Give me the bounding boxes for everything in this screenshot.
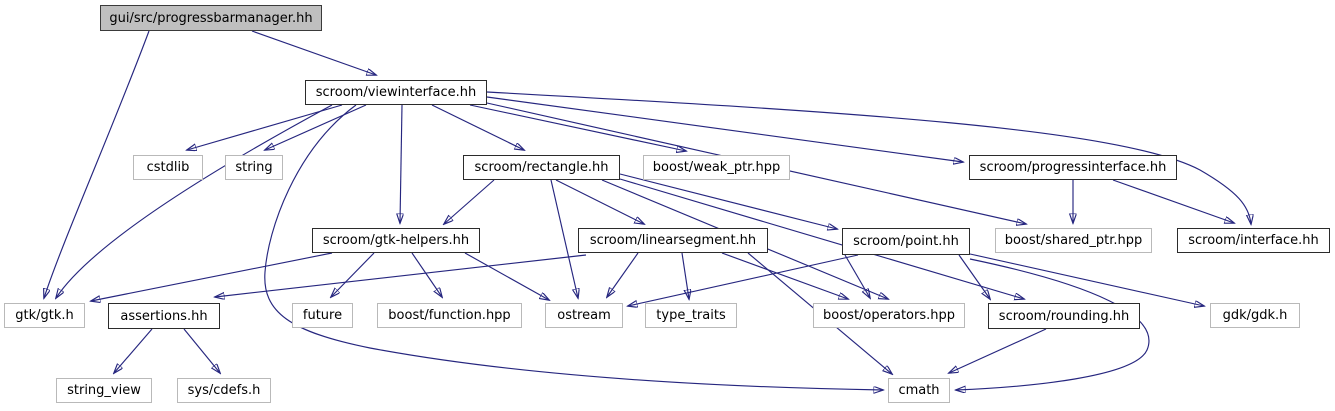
- node-weak-ptr: boost/weak_ptr.hpp: [643, 155, 790, 180]
- edge-point-ostream: [628, 254, 859, 306]
- node-sys-cdefs: sys/cdefs.h: [177, 378, 271, 403]
- node-operators: boost/operators.hpp: [813, 303, 965, 328]
- edge-rectangle-rounding: [619, 178, 1024, 299]
- edge-linearsegment-assertions: [215, 254, 587, 297]
- edge-point-operators: [844, 254, 870, 298]
- node-progressinterface[interactable]: scroom/progressinterface.hh: [969, 155, 1177, 180]
- node-interface[interactable]: scroom/interface.hh: [1177, 228, 1330, 253]
- edge-point-rounding: [958, 254, 990, 299]
- edge-viewinterface-rectangle: [431, 104, 524, 150]
- edge-viewinterface-cmath: [264, 104, 883, 390]
- edge-viewinterface-progressinterface: [486, 96, 963, 162]
- edge-point-cmath: [956, 258, 1150, 390]
- edge-linearsegment-operators: [721, 252, 848, 299]
- node-string: string: [225, 155, 283, 180]
- node-cmath: cmath: [888, 378, 950, 403]
- node-cstdlib: cstdlib: [133, 155, 203, 180]
- edge-viewinterface-string: [265, 104, 367, 150]
- edge-gtk-helpers-gtk: [91, 252, 333, 301]
- node-gdk: gdk/gdk.h: [1210, 303, 1300, 328]
- edge-gtk-helpers-ostream: [464, 252, 549, 300]
- edge-viewinterface-gtk: [56, 104, 333, 298]
- node-rounding[interactable]: scroom/rounding.hh: [988, 303, 1140, 329]
- node-function: boost/function.hpp: [377, 303, 522, 328]
- node-assertions[interactable]: assertions.hh: [108, 303, 220, 329]
- node-rectangle[interactable]: scroom/rectangle.hh: [463, 155, 620, 180]
- edge-viewinterface-cstdlib: [187, 104, 343, 150]
- node-ostream: ostream: [545, 303, 623, 328]
- edge-point-gdk: [969, 253, 1204, 306]
- node-gtk-helpers[interactable]: scroom/gtk-helpers.hh: [312, 228, 480, 253]
- edge-rounding-cmath: [949, 328, 1047, 373]
- node-point[interactable]: scroom/point.hh: [842, 228, 970, 255]
- edge-rectangle-point: [619, 173, 837, 229]
- node-viewinterface[interactable]: scroom/viewinterface.hh: [305, 80, 487, 105]
- edge-rectangle-gtk-helpers: [444, 179, 495, 224]
- node-shared-ptr: boost/shared_ptr.hpp: [995, 228, 1152, 253]
- node-gtk: gtk/gtk.h: [4, 303, 85, 328]
- node-progressbarmanager: gui/src/progressbarmanager.hh: [100, 5, 322, 31]
- edge-linearsegment-ostream: [607, 252, 639, 297]
- edge-rectangle-ostream: [550, 179, 578, 298]
- edge-viewinterface-interface: [486, 91, 1251, 224]
- edge-rectangle-linearsegment: [555, 179, 644, 224]
- node-future: future: [292, 303, 353, 328]
- edge-viewinterface-weak-ptr: [469, 104, 686, 151]
- edge-assertions-sys-cdefs: [183, 328, 220, 373]
- edge-progressbarmanager-viewinterface: [251, 30, 376, 75]
- edge-progressinterface-interface: [1112, 179, 1234, 223]
- edge-gtk-helpers-future: [331, 252, 375, 297]
- edge-assertions-string-view: [114, 328, 153, 373]
- edge-linearsegment-type-traits: [681, 252, 689, 299]
- node-type-traits: type_traits: [645, 303, 737, 328]
- edge-viewinterface-gtk-helpers: [400, 104, 402, 223]
- edge-gtk-helpers-function: [411, 252, 442, 297]
- edge-progressbarmanager-gtk: [44, 30, 150, 298]
- node-linearsegment[interactable]: scroom/linearsegment.hh: [578, 228, 768, 253]
- node-string-view: string_view: [56, 378, 152, 403]
